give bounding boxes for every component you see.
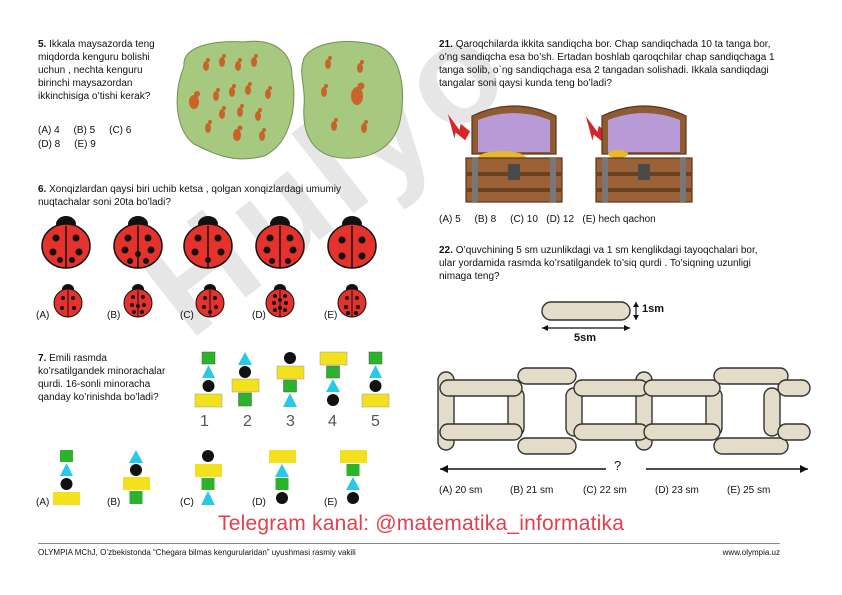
question-22-text: 22. O’quvchining 5 sm uzunlikdagi va 1 s… xyxy=(439,244,809,283)
question-5-options: (A) 4 (B) 5 (C) 6 (D) 8 (E) 9 xyxy=(38,124,131,152)
towers-options-image xyxy=(53,450,367,505)
footer-website[interactable]: www.olympia.uz xyxy=(722,548,780,557)
question-21-number: 21. xyxy=(439,39,453,50)
q21-line: tangalar soni qaysi kunda teng bo’ladi? xyxy=(439,78,612,89)
q22-option-d[interactable]: (D) 23 sm xyxy=(655,485,699,496)
q7-option-b[interactable]: (B) xyxy=(107,497,121,508)
tower-number-5: 5 xyxy=(371,413,380,430)
question-5-text: 5. Ikkala maysazorda teng miqdorda kengu… xyxy=(38,38,178,103)
fence-diagram xyxy=(437,367,811,473)
q5-line: birinchi maysazordan xyxy=(38,78,133,89)
kangaroo-meadows-image xyxy=(176,40,403,160)
question-6-text: 6. Xonqizlardan qaysi biri uchib ketsa ,… xyxy=(38,183,418,209)
q21-line: tanga solib, o`ng sandiqchaga esa 2 tang… xyxy=(439,65,769,76)
single-stick-diagram xyxy=(541,301,639,331)
q7-option-d[interactable]: (D) xyxy=(252,497,266,508)
treasure-chests-image xyxy=(447,105,693,203)
q22-line: nimaga teng? xyxy=(439,271,500,282)
q6-option-b[interactable]: (B) xyxy=(107,310,121,321)
q22-line: ular yordamida rasmda ko’rsatilgandek to… xyxy=(439,258,751,269)
tower-number-1: 1 xyxy=(200,413,209,430)
q6-option-a[interactable]: (A) xyxy=(36,310,50,321)
tower-number-3: 3 xyxy=(286,413,295,430)
q6-option-d[interactable]: (D) xyxy=(252,310,266,321)
q6-option-e[interactable]: (E) xyxy=(324,310,338,321)
q6-line: Xonqizlardan qaysi biri uchib ketsa , qo… xyxy=(49,184,341,195)
question-22-number: 22. xyxy=(439,245,453,256)
footer-divider xyxy=(38,543,780,544)
tower-number-2: 2 xyxy=(243,413,252,430)
q7-line: qurdi. 16-sonli minoracha xyxy=(38,379,151,390)
question-7-number: 7. xyxy=(38,353,47,364)
q21-line: Qaroqchilarda ikkita sandiqcha bor. Chap… xyxy=(455,39,771,50)
q22-option-a[interactable]: (A) 20 sm xyxy=(439,485,483,496)
q5-options-row-2[interactable]: (D) 8 (E) 9 xyxy=(38,139,96,150)
stick-width-label: 1sm xyxy=(642,303,665,315)
q5-line: uchun , nechta kenguru xyxy=(38,65,143,76)
q7-option-a[interactable]: (A) xyxy=(36,497,50,508)
q22-line: O’quvchining 5 sm uzunlikdagi va 1 sm ke… xyxy=(455,245,758,256)
question-7-text: 7. Emili rasmda ko’rsatilgandek minorach… xyxy=(38,352,198,404)
q7-line: qanday ko’rinishda bo’ladi? xyxy=(38,392,159,403)
q7-line: ko’rsatilgandek minorachalar xyxy=(38,366,166,377)
stick-length-label: 5sm xyxy=(574,332,597,344)
footer: OLYMPIA MChJ, O’zbekistonda “Chegara bil… xyxy=(38,548,780,557)
q7-option-c[interactable]: (C) xyxy=(180,497,194,508)
q7-line: Emili rasmda xyxy=(49,353,107,364)
ladybugs-options-row xyxy=(53,284,367,318)
footer-left-text: OLYMPIA MChJ, O’zbekistonda “Chegara bil… xyxy=(38,548,356,557)
question-21-text: 21. Qaroqchilarda ikkita sandiqcha bor. … xyxy=(439,38,809,90)
q22-option-c[interactable]: (C) 22 sm xyxy=(583,485,627,496)
towers-sequence-image xyxy=(194,351,390,408)
q5-line: Ikkala maysazorda teng xyxy=(49,39,155,50)
q22-option-e[interactable]: (E) 25 sm xyxy=(727,485,771,496)
question-21-options[interactable]: (A) 5 (B) 8 (C) 10 (D) 12 (E) hech qacho… xyxy=(439,214,656,225)
fence-length-question-mark: ? xyxy=(614,458,622,473)
q21-line: o’ng sandiqcha esa bo’sh. Ertadan boshla… xyxy=(439,52,775,63)
ladybugs-top-row xyxy=(41,216,377,269)
question-5-number: 5. xyxy=(38,39,47,50)
q7-option-e[interactable]: (E) xyxy=(324,497,338,508)
telegram-channel-text[interactable]: Telegram kanal: @matematika_informatika xyxy=(218,512,625,535)
q6-option-c[interactable]: (C) xyxy=(180,310,194,321)
q6-line: nuqtachalar soni 20ta bo’ladi? xyxy=(38,197,171,208)
q5-options-row-1[interactable]: (A) 4 (B) 5 (C) 6 xyxy=(38,125,132,136)
q22-option-b[interactable]: (B) 21 sm xyxy=(510,485,554,496)
q5-line: miqdorda kenguru bolishi xyxy=(38,52,150,63)
tower-number-4: 4 xyxy=(328,413,337,430)
q5-line: ikkinchisiga o’tishi kerak? xyxy=(38,91,151,102)
question-6-number: 6. xyxy=(38,184,47,195)
